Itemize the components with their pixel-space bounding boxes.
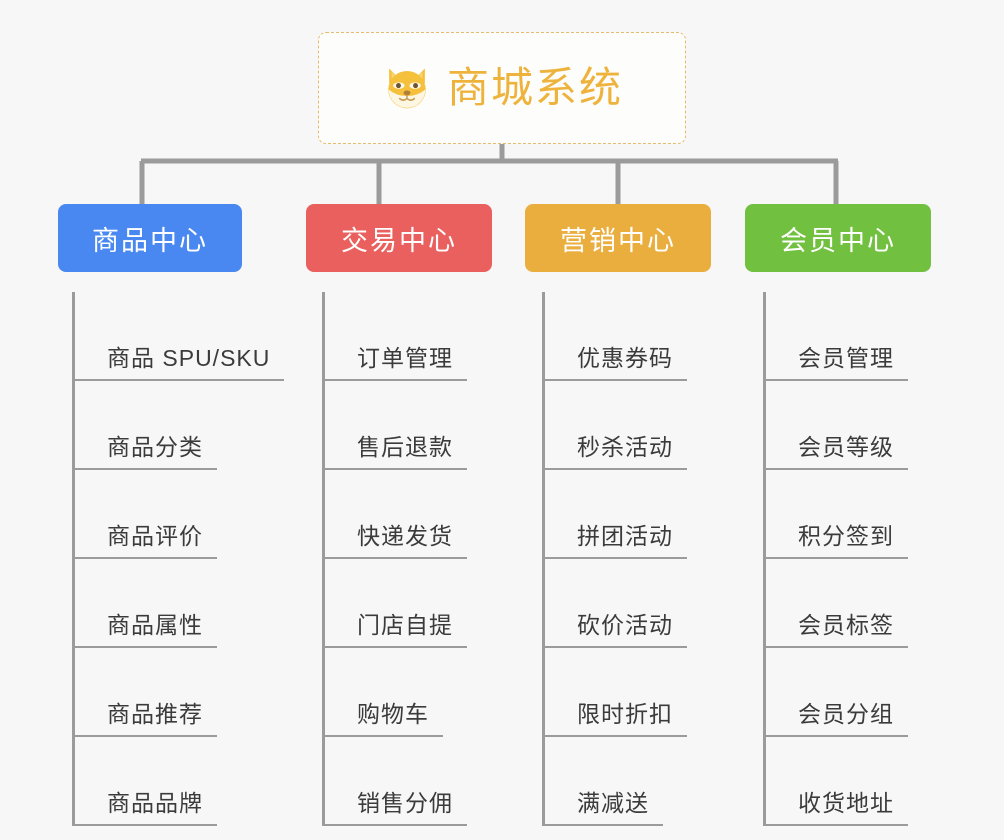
leaf-item-label: 商品推荐	[75, 701, 217, 737]
branch-header[interactable]: 交易中心	[306, 204, 492, 272]
branch-header[interactable]: 营销中心	[525, 204, 711, 272]
leaf-item[interactable]: 商品评价	[75, 470, 242, 559]
leaf-item-label: 售后退款	[325, 434, 467, 470]
leaf-item-label: 门店自提	[325, 612, 467, 648]
leaf-item[interactable]: 商品品牌	[75, 737, 242, 826]
branch-column: 商品中心商品 SPU/SKU 商品分类商品评价商品属性商品推荐商品品牌	[58, 204, 285, 826]
root-node[interactable]: 商城系统	[318, 32, 686, 144]
root-node-container: 商城系统	[0, 32, 1004, 144]
leaf-item-label: 会员分组	[766, 701, 908, 737]
leaf-item-label: 销售分佣	[325, 790, 467, 826]
leaf-item[interactable]: 会员等级	[766, 381, 931, 470]
branch-leaf-list: 会员管理会员等级积分签到会员标签会员分组收货地址	[763, 292, 931, 826]
leaf-item[interactable]: 秒杀活动	[545, 381, 711, 470]
branch-leaf-list: 商品 SPU/SKU 商品分类商品评价商品属性商品推荐商品品牌	[72, 292, 285, 826]
leaf-item-label: 满减送	[545, 790, 663, 826]
leaf-item[interactable]: 拼团活动	[545, 470, 711, 559]
leaf-item[interactable]: 满减送	[545, 737, 711, 826]
leaf-item-label: 快递发货	[325, 523, 467, 559]
leaf-item-label: 会员管理	[766, 345, 908, 381]
leaf-item[interactable]: 砍价活动	[545, 559, 711, 648]
leaf-item-label: 优惠券码	[545, 345, 687, 381]
leaf-item[interactable]: 商品推荐	[75, 648, 242, 737]
branch-column: 交易中心订单管理售后退款快递发货门店自提购物车销售分佣	[306, 204, 492, 826]
leaf-item[interactable]: 积分签到	[766, 470, 931, 559]
leaf-item-label: 订单管理	[325, 345, 467, 381]
leaf-item-label: 商品属性	[75, 612, 217, 648]
leaf-item[interactable]: 商品 SPU/SKU	[75, 292, 285, 381]
leaf-item-label: 收货地址	[766, 790, 908, 826]
dog-face-icon	[388, 68, 426, 109]
branch-header[interactable]: 商品中心	[58, 204, 242, 272]
leaf-item-label: 商品 SPU/SKU	[75, 345, 285, 381]
leaf-item[interactable]: 销售分佣	[325, 737, 492, 826]
leaf-item[interactable]: 售后退款	[325, 381, 492, 470]
leaf-item-label: 积分签到	[766, 523, 908, 559]
leaf-item-label: 会员标签	[766, 612, 908, 648]
leaf-item[interactable]: 订单管理	[325, 292, 492, 381]
branch-leaf-list: 优惠券码秒杀活动拼团活动砍价活动限时折扣满减送	[542, 292, 711, 826]
leaf-item[interactable]: 收货地址	[766, 737, 931, 826]
leaf-item[interactable]: 限时折扣	[545, 648, 711, 737]
leaf-item[interactable]: 购物车	[325, 648, 492, 737]
leaf-item[interactable]: 会员分组	[766, 648, 931, 737]
root-title: 商城系统	[446, 64, 623, 111]
leaf-item-label: 拼团活动	[545, 523, 687, 559]
leaf-item[interactable]: 商品属性	[75, 559, 242, 648]
leaf-item[interactable]: 门店自提	[325, 559, 492, 648]
leaf-item-label: 秒杀活动	[545, 434, 687, 470]
leaf-item-label: 会员等级	[766, 434, 908, 470]
branch-leaf-list: 订单管理售后退款快递发货门店自提购物车销售分佣	[322, 292, 492, 826]
leaf-item-label: 商品分类	[75, 434, 217, 470]
leaf-item[interactable]: 商品分类	[75, 381, 242, 470]
leaf-item[interactable]: 会员标签	[766, 559, 931, 648]
branch-header[interactable]: 会员中心	[745, 204, 931, 272]
leaf-item[interactable]: 快递发货	[325, 470, 492, 559]
leaf-item[interactable]: 优惠券码	[545, 292, 711, 381]
branch-column: 会员中心会员管理会员等级积分签到会员标签会员分组收货地址	[745, 204, 931, 826]
leaf-item-label: 限时折扣	[545, 701, 687, 737]
leaf-item-label: 商品评价	[75, 523, 217, 559]
leaf-item-label: 购物车	[325, 701, 443, 737]
branch-column: 营销中心优惠券码秒杀活动拼团活动砍价活动限时折扣满减送	[525, 204, 711, 826]
leaf-item[interactable]: 会员管理	[766, 292, 931, 381]
leaf-item-label: 砍价活动	[545, 612, 687, 648]
leaf-item-label: 商品品牌	[75, 790, 217, 826]
